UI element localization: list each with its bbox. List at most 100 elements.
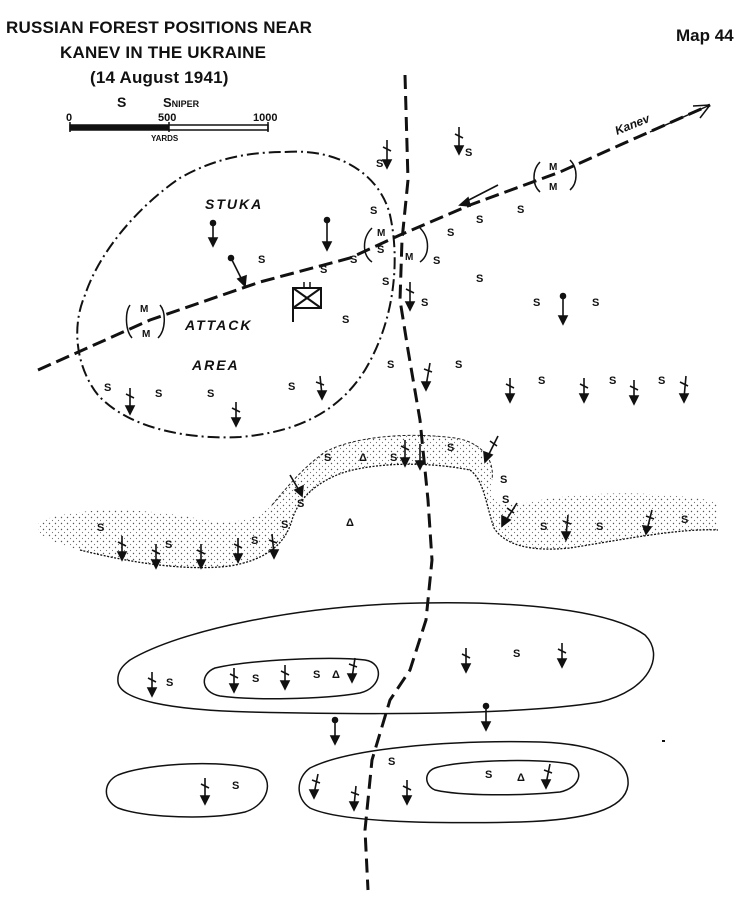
- arrow: [329, 716, 341, 746]
- sniper-mark: S: [342, 314, 349, 326]
- arrow: [227, 254, 247, 288]
- position-arrows: [116, 127, 690, 812]
- sniper-mark: S: [387, 359, 394, 371]
- sniper-mark: S: [166, 677, 173, 689]
- arrow: [399, 440, 411, 468]
- scale-tick-500: 500: [158, 112, 176, 124]
- sniper-mark: S: [288, 381, 295, 393]
- sniper-mark: S: [517, 204, 524, 216]
- stuka-attack-area-boundary: [76, 150, 396, 439]
- sniper-mark: S: [447, 442, 454, 454]
- sniper-mark: S: [165, 539, 172, 551]
- arrow: [116, 536, 128, 562]
- arrow: [458, 184, 499, 207]
- arrow: [483, 435, 499, 464]
- sniper-mark: S: [540, 521, 547, 533]
- arrow: [232, 538, 244, 564]
- legend-symbol: S: [117, 94, 127, 110]
- sniper-mark: S: [538, 375, 545, 387]
- sniper-mark: S: [513, 648, 520, 660]
- sniper-mark: S: [281, 519, 288, 531]
- road-label-kanev: Kanev: [613, 111, 653, 138]
- scale-unit: YARDS: [151, 134, 179, 143]
- mg-mark: M: [140, 304, 148, 315]
- arrow: [228, 668, 240, 694]
- road-to-kanev: [37, 103, 711, 372]
- sniper-layer: S S S S S S S S S S S S S S S S S S S S …: [97, 147, 688, 792]
- sniper-mark: S: [596, 521, 603, 533]
- mg-mark: M: [549, 162, 557, 173]
- sniper-mark: S: [313, 669, 320, 681]
- sniper-mark: S: [390, 452, 397, 464]
- sniper-mark: S: [485, 769, 492, 781]
- sniper-mark: S: [592, 297, 599, 309]
- observation-post: Δ: [346, 517, 354, 529]
- arrow: [207, 219, 219, 248]
- arrow: [678, 375, 690, 404]
- mg-emplacement-road-crossing: M M: [363, 227, 429, 263]
- arrow: [401, 780, 413, 806]
- sniper-mark: S: [104, 382, 111, 394]
- mg-emplacement-west: M M: [125, 304, 165, 340]
- sniper-mark: S: [609, 375, 616, 387]
- sniper-mark: S: [251, 535, 258, 547]
- sniper-mark: S: [155, 388, 162, 400]
- arrow: [124, 388, 136, 416]
- observation-post: Δ: [517, 772, 525, 784]
- sniper-mark: S: [252, 673, 259, 685]
- sniper-mark: S: [370, 205, 377, 217]
- scale-tick-1000: 1000: [253, 112, 277, 124]
- sniper-mark: S: [97, 522, 104, 534]
- sniper-mark: S: [320, 264, 327, 276]
- forest-patch-southeast: [298, 740, 629, 824]
- road-arrow: [649, 104, 711, 133]
- arrow: [504, 378, 516, 404]
- arrow: [420, 362, 433, 392]
- mg-emplacement-east: M M: [533, 159, 577, 193]
- command-post-symbol: [292, 282, 322, 322]
- sniper-mark: S: [297, 498, 304, 510]
- area-label-stuka: STUKA: [205, 196, 263, 212]
- legend-meaning: Sniper: [163, 95, 200, 110]
- arrow: [289, 474, 304, 498]
- title-line-3: (14 August 1941): [90, 68, 229, 87]
- sniper-mark: S: [681, 514, 688, 526]
- sniper-mark: S: [658, 375, 665, 387]
- sniper-mark: S: [388, 756, 395, 768]
- arrow: [150, 544, 162, 570]
- map-number: Map 44: [676, 26, 734, 45]
- scale-bar: 0 500 1000 YARDS: [66, 112, 277, 143]
- mg-mark: M: [549, 182, 557, 193]
- mg-mark: M: [142, 329, 150, 340]
- arrow: [308, 773, 321, 800]
- arrow: [540, 763, 553, 790]
- sniper-mark: S: [502, 494, 509, 506]
- arrow: [628, 380, 640, 406]
- arrow: [557, 292, 569, 326]
- area-label-attack: ATTACK: [184, 317, 252, 333]
- arrow: [460, 648, 472, 674]
- arrow: [199, 778, 211, 806]
- arrow: [321, 216, 333, 252]
- north-south-track: [363, 74, 434, 891]
- sniper-mark: S: [350, 254, 357, 266]
- forest-patch-southwest: [105, 762, 269, 818]
- arrow: [381, 140, 393, 170]
- arrow: [230, 402, 242, 428]
- title-line-2: KANEV IN THE UKRAINE: [60, 43, 267, 62]
- forest-patch-center: [117, 602, 655, 715]
- sniper-mark: S: [433, 255, 440, 267]
- mg-mark: M: [405, 252, 413, 263]
- arrow: [404, 282, 416, 312]
- arrow: [279, 665, 291, 691]
- arrow: [578, 378, 590, 404]
- mg-mark: M: [377, 228, 385, 239]
- sniper-mark: S: [465, 147, 472, 159]
- arrow: [556, 643, 568, 669]
- sniper-mark: S: [376, 158, 383, 170]
- arrow: [348, 785, 360, 812]
- sniper-mark: S: [476, 214, 483, 226]
- arrow: [346, 657, 358, 684]
